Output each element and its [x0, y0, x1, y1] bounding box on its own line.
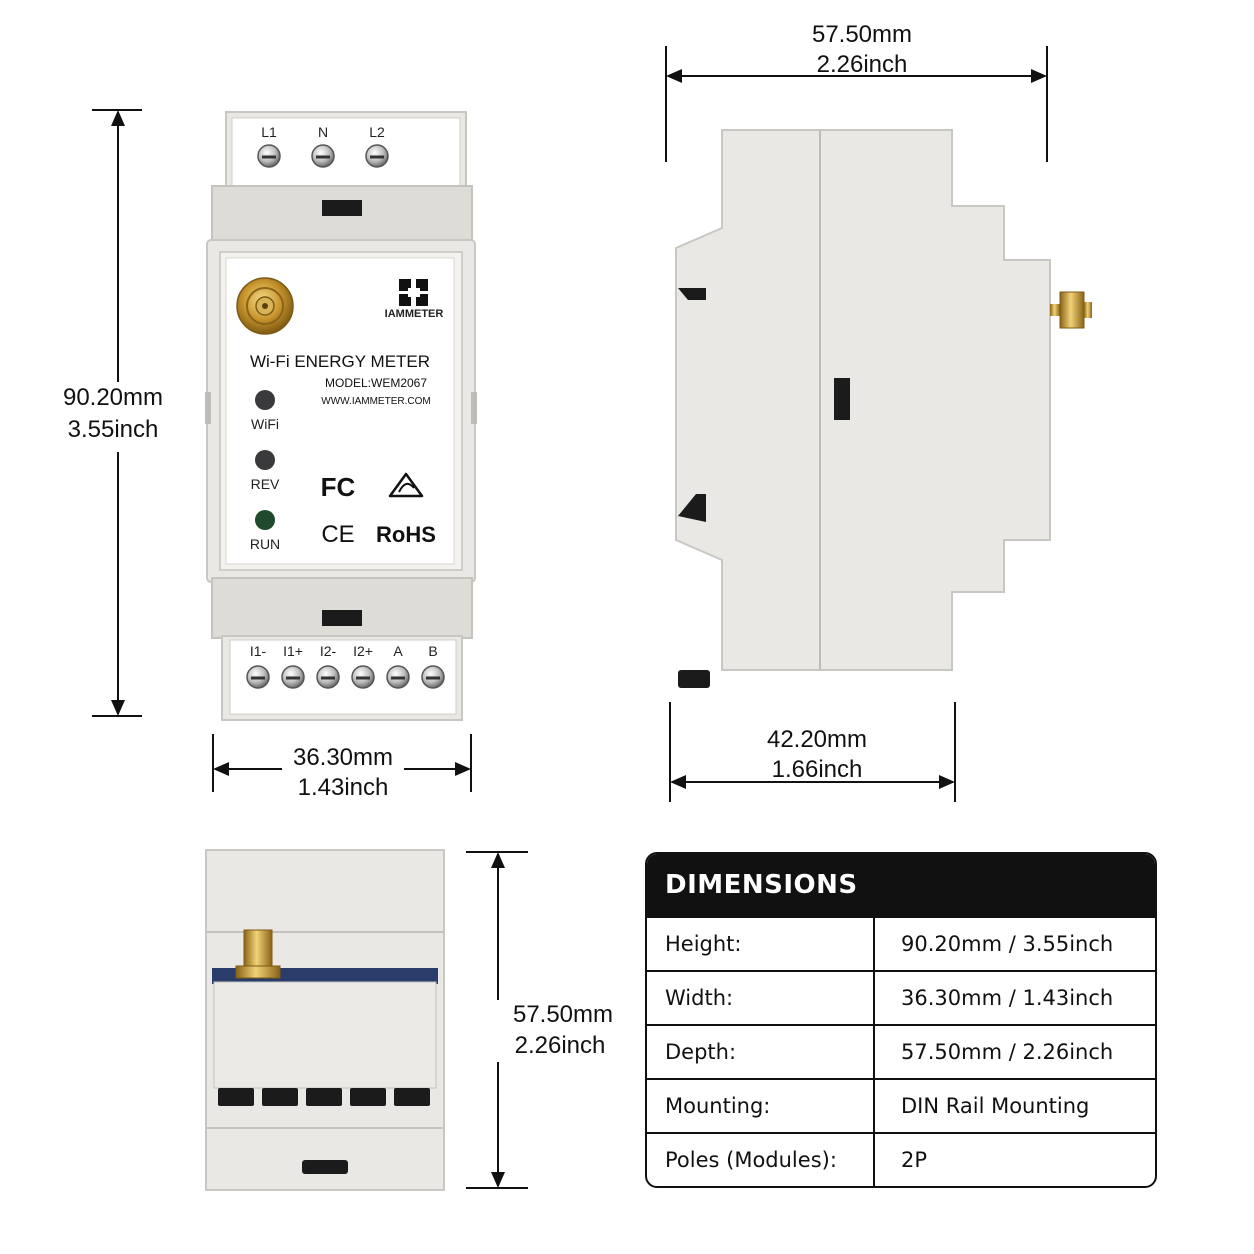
screw-icon — [316, 665, 340, 689]
table-value: 36.30mm / 1.43inch — [901, 986, 1114, 1010]
side-body — [675, 129, 1051, 671]
bottom-terminal-label: I1+ — [283, 643, 303, 659]
width-dimension: 36.30mm 1.43inch — [212, 734, 472, 801]
side-base-dimension: 42.20mm 1.66inch — [669, 702, 956, 802]
height-mm: 90.20mm — [63, 384, 163, 411]
bottom-terminal-label: A — [393, 643, 403, 659]
side-view — [675, 129, 1092, 688]
top-terminal-label: L1 — [261, 124, 277, 140]
bottom-terminal-label: I2+ — [353, 643, 373, 659]
rohs-mark: RoHS — [376, 522, 436, 547]
side-bottom-inch: 1.66inch — [772, 756, 863, 783]
brand-name: IAMMETER — [385, 308, 444, 320]
bottom-terminal-label: I2- — [320, 643, 337, 659]
table-row: Width: 36.30mm / 1.43inch — [647, 970, 1155, 1024]
height-inch: 3.55inch — [68, 416, 159, 443]
screw-icon — [351, 665, 375, 689]
width-mm: 36.30mm — [293, 744, 393, 771]
rail-clip-mid — [678, 494, 706, 522]
screw-icon — [257, 144, 281, 168]
side-antenna-icon — [1050, 291, 1092, 329]
rcm-mark-icon — [388, 472, 424, 498]
rail-clip-top — [678, 288, 706, 300]
top-terminal-label: L2 — [369, 124, 385, 140]
screw-icon — [421, 665, 445, 689]
bottom-terminal-label: I1- — [250, 643, 267, 659]
side-bottom-mm: 42.20mm — [767, 726, 867, 753]
width-inch: 1.43inch — [298, 774, 389, 801]
bottom-depth-dimension: 57.50mm 2.26inch — [466, 851, 613, 1189]
model-number: MODEL:WEM2067 — [325, 376, 427, 390]
side-top-mm: 57.50mm — [812, 21, 912, 48]
bottom-clip-slot — [302, 1160, 348, 1174]
led-wifi-label: WiFi — [251, 416, 279, 432]
table-row: Poles (Modules): 2P — [647, 1132, 1155, 1186]
front-view: IAMMETER Wi-Fi ENERGY METER MODEL:WEM206… — [205, 111, 477, 721]
side-latch-slot — [834, 378, 850, 420]
iammeter-logo-icon — [399, 279, 428, 306]
side-depth-dimension: 57.50mm 2.26inch — [665, 21, 1048, 162]
screw-icon — [311, 144, 335, 168]
screw-icon — [281, 665, 305, 689]
website: WWW.IAMMETER.COM — [321, 396, 430, 407]
lower-latch-slot — [322, 610, 362, 626]
antenna-connector-icon — [236, 277, 294, 335]
ce-mark: CE — [321, 521, 354, 548]
bottom-terminal-label: B — [428, 643, 437, 659]
bottom-view-mm: 57.50mm — [513, 1001, 613, 1028]
table-key: Mounting: — [647, 1080, 875, 1132]
table-value: 57.50mm / 2.26inch — [901, 1040, 1114, 1064]
terminal-window-slots — [218, 1088, 430, 1106]
led-rev-label: REV — [251, 476, 280, 492]
table-value: 90.20mm / 3.55inch — [901, 932, 1114, 956]
rail-clip-bottom — [678, 670, 710, 688]
table-row: Height: 90.20mm / 3.55inch — [647, 916, 1155, 970]
fcc-mark: FC — [321, 472, 356, 502]
side-top-inch: 2.26inch — [817, 51, 908, 78]
table-row: Mounting: DIN Rail Mounting — [647, 1078, 1155, 1132]
screw-icon — [386, 665, 410, 689]
bottom-antenna-icon — [235, 929, 281, 979]
lower-shoulder — [211, 577, 473, 639]
product-title: Wi-Fi ENERGY METER — [250, 352, 430, 371]
dimensions-table-title: DIMENSIONS — [647, 854, 1155, 916]
height-dimension: 90.20mm 3.55inch — [63, 109, 163, 717]
led-run: RUN — [250, 510, 280, 552]
table-key: Height: — [647, 918, 875, 970]
bottom-view-inch: 2.26inch — [515, 1032, 606, 1059]
upper-latch-slot — [322, 200, 362, 216]
led-wifi: WiFi — [251, 390, 279, 432]
table-key: Poles (Modules): — [647, 1134, 875, 1186]
screw-icon — [365, 144, 389, 168]
bottom-view — [205, 849, 445, 1191]
table-key: Depth: — [647, 1026, 875, 1078]
dimensions-table: DIMENSIONS Height: 90.20mm / 3.55inch Wi… — [645, 852, 1157, 1188]
table-row: Depth: 57.50mm / 2.26inch — [647, 1024, 1155, 1078]
led-rev: REV — [251, 450, 280, 492]
table-value: 2P — [901, 1148, 928, 1172]
screw-icon — [246, 665, 270, 689]
table-key: Width: — [647, 972, 875, 1024]
top-terminal-label: N — [318, 124, 328, 140]
led-run-label: RUN — [250, 536, 280, 552]
table-value: DIN Rail Mounting — [901, 1094, 1090, 1118]
